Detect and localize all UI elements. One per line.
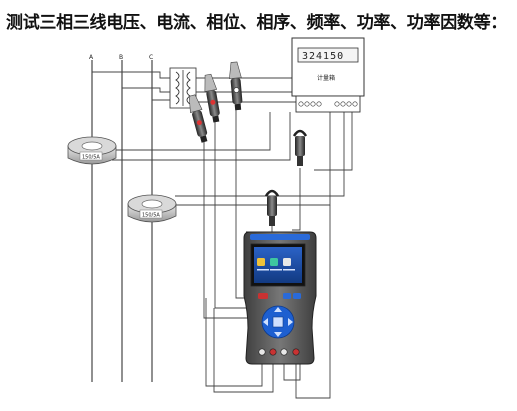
function-button[interactable] xyxy=(258,293,268,299)
meter-terminals xyxy=(298,101,358,107)
ok-button[interactable] xyxy=(272,316,284,328)
voltage-clip-3 xyxy=(229,61,243,111)
energy-meter: 324150 计量箱 xyxy=(291,37,365,113)
navigation-pad[interactable] xyxy=(261,305,295,339)
ct-c-label: 150/5A xyxy=(142,213,160,219)
screen-app-icon xyxy=(283,258,291,266)
function-button[interactable] xyxy=(283,293,291,299)
input-jacks xyxy=(258,348,300,356)
current-transformer-a: 150/5A xyxy=(67,136,117,165)
arrow-up-icon[interactable] xyxy=(274,307,282,312)
arrow-right-icon[interactable] xyxy=(288,318,293,326)
current-transformer-c: 150/5A xyxy=(127,194,177,223)
current-clamp-1 xyxy=(292,129,308,166)
arrow-down-icon[interactable] xyxy=(274,332,282,337)
arrow-left-icon[interactable] xyxy=(263,318,268,326)
screen-app-icon xyxy=(257,258,265,266)
phase-c-label: C xyxy=(149,54,153,61)
current-clamp-2 xyxy=(264,189,280,226)
function-button[interactable] xyxy=(293,293,301,299)
ct-a-label: 150/5A xyxy=(82,155,100,161)
power-analyzer xyxy=(243,231,317,365)
screen-app-icon xyxy=(270,258,278,266)
phase-a-label: A xyxy=(89,54,94,61)
meter-label: 计量箱 xyxy=(317,74,335,82)
voltage-clip-2 xyxy=(204,73,220,123)
phase-b-label: B xyxy=(119,54,123,61)
voltage-clip-1 xyxy=(188,94,208,143)
page-title: 测试三相三线电压、电流、相位、相序、频率、功率、功率因数等： xyxy=(6,13,507,33)
meter-reading: 324150 xyxy=(302,51,344,62)
